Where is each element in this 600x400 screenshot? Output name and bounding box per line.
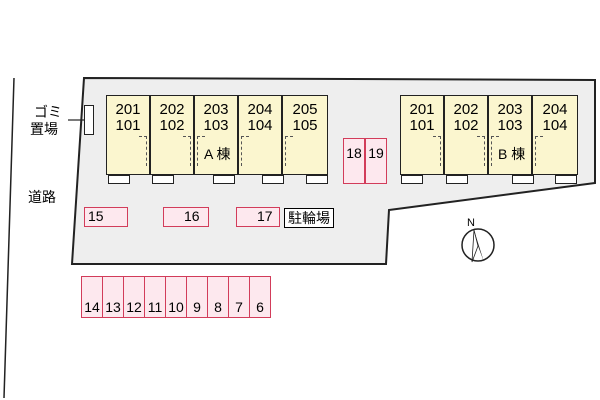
parking-space-18: 18	[343, 138, 365, 184]
parking-space-6: 6	[249, 276, 271, 318]
parking-space-19: 19	[365, 138, 387, 184]
unit-number-upper: 202	[159, 101, 185, 118]
building-a-step	[213, 175, 235, 184]
unit-entry-marker	[285, 136, 293, 166]
parking-space-12: 12	[123, 276, 145, 318]
unit-number-lower: 103	[497, 117, 523, 134]
parking-space-13: 13	[102, 276, 124, 318]
unit-number-upper: 201	[115, 101, 141, 118]
parking-space-10: 10	[165, 276, 187, 318]
unit-entry-marker	[491, 136, 499, 166]
parking-space-14: 14	[81, 276, 103, 318]
unit-a-2: 202 102	[150, 95, 194, 175]
unit-number-upper: 202	[453, 101, 479, 118]
building-b-step	[555, 175, 577, 184]
unit-number-upper: 205	[292, 101, 318, 118]
building-b: 201 101 202 102 203 103 204 104 B 棟	[400, 95, 578, 175]
unit-number-lower: 101	[115, 117, 141, 134]
parking-space-17: 17	[236, 207, 280, 227]
unit-a-5: 205 105	[282, 95, 328, 175]
parking-space-9: 9	[186, 276, 208, 318]
building-b-step	[401, 175, 423, 184]
unit-number-lower: 104	[247, 117, 273, 134]
parking-space-15: 15	[84, 207, 128, 227]
unit-b-3: 203 103	[488, 95, 532, 175]
garbage-box	[84, 105, 94, 135]
unit-number-lower: 102	[159, 117, 185, 134]
parking-space-16: 16	[163, 207, 209, 227]
unit-number-upper: 204	[542, 101, 568, 118]
bicycle-parking-label: 駐輪場	[284, 208, 334, 228]
unit-number-upper: 203	[497, 101, 523, 118]
building-a-step	[262, 175, 284, 184]
unit-b-1: 201 101	[400, 95, 444, 175]
unit-number-lower: 101	[409, 117, 435, 134]
parking-space-7: 7	[228, 276, 250, 318]
garbage-label-line2: 置場	[30, 121, 58, 137]
garbage-label-line1: ゴミ	[34, 104, 62, 120]
unit-number-lower: 102	[453, 117, 479, 134]
unit-a-3: 203 103	[194, 95, 238, 175]
unit-b-2: 202 102	[444, 95, 488, 175]
unit-entry-marker	[433, 136, 441, 166]
parking-space-8: 8	[207, 276, 229, 318]
parking-space-11: 11	[144, 276, 166, 318]
building-a-step	[108, 175, 130, 184]
building-a-label: A 棟	[204, 146, 231, 162]
unit-entry-marker	[183, 136, 191, 166]
unit-entry-marker	[477, 136, 485, 166]
road-label: 道路	[28, 189, 56, 205]
road-edge-line	[3, 77, 15, 399]
building-a-step	[152, 175, 174, 184]
building-b-label: B 棟	[498, 146, 526, 162]
unit-a-4: 204 104	[238, 95, 282, 175]
building-b-step	[446, 175, 468, 184]
building-b-step	[512, 175, 534, 184]
unit-number-upper: 204	[247, 101, 273, 118]
unit-entry-marker	[197, 136, 205, 166]
building-a-step	[306, 175, 328, 184]
compass-north-label: N	[467, 217, 475, 229]
unit-number-lower: 103	[203, 117, 229, 134]
unit-entry-marker	[535, 136, 543, 166]
unit-entry-marker	[139, 136, 147, 166]
parking-row-bottom: 14 13 12 11 10 9 8 7 6	[81, 276, 273, 318]
unit-number-lower: 104	[542, 117, 568, 134]
building-a: 201 101 202 102 203 103 204 104 205 105 …	[106, 95, 328, 175]
unit-a-1: 201 101	[106, 95, 150, 175]
unit-number-lower: 105	[292, 117, 318, 134]
unit-entry-marker	[241, 136, 249, 166]
unit-b-4: 204 104	[532, 95, 578, 175]
unit-number-upper: 201	[409, 101, 435, 118]
unit-number-upper: 203	[203, 101, 229, 118]
